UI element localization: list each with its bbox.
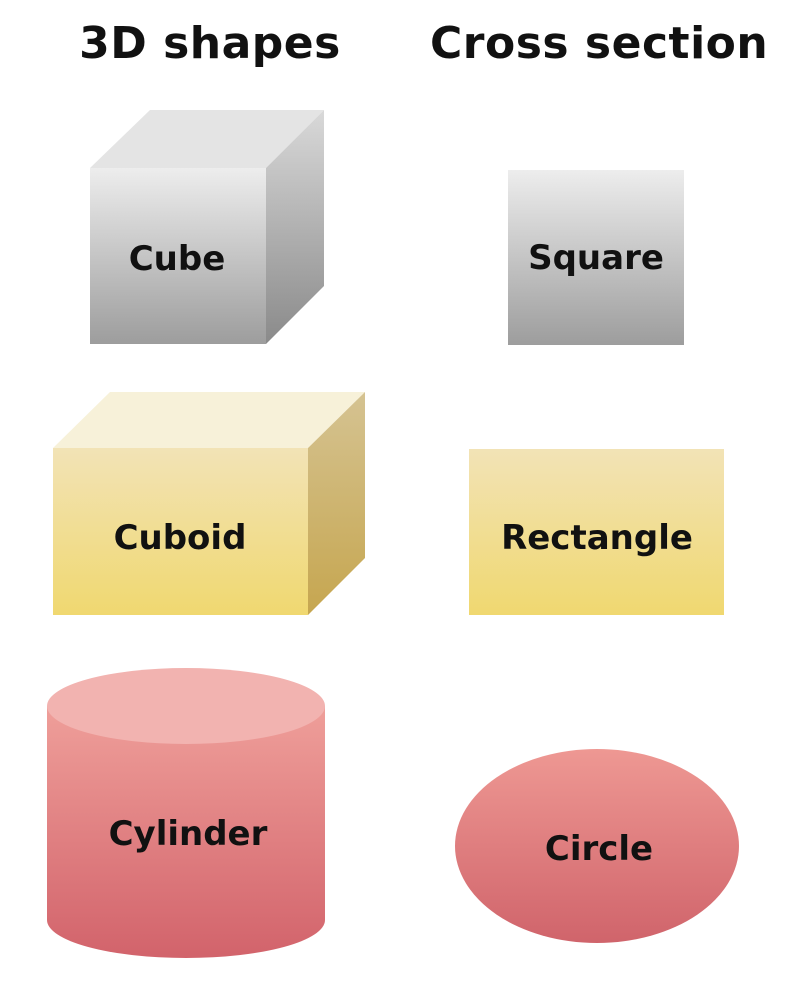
circle-label: Circle: [545, 829, 653, 869]
rectangle-face: [469, 449, 724, 615]
square-face: [508, 170, 684, 345]
square-shape: Square: [508, 170, 684, 345]
cube-front-face: [90, 168, 266, 344]
cuboid-side-face: [308, 392, 365, 615]
rectangle-label: Rectangle: [501, 518, 693, 558]
circle-shape: Circle: [455, 749, 739, 943]
heading-3d-shapes: 3D shapes: [79, 18, 341, 69]
cylinder-shape: Cylinder: [47, 668, 325, 958]
cuboid-top-face: [53, 392, 365, 448]
rectangle-shape: Rectangle: [469, 449, 724, 615]
cube-label: Cube: [129, 239, 226, 279]
cylinder-body: [47, 706, 325, 958]
cube-shape: Cube: [90, 110, 324, 344]
cuboid-shape: Cuboid: [53, 392, 365, 615]
cuboid-front-face: [53, 448, 308, 615]
cuboid-label: Cuboid: [114, 518, 247, 558]
cylinder-label: Cylinder: [109, 814, 268, 854]
circle-face: [455, 749, 739, 943]
cylinder-top-face: [47, 668, 325, 744]
cube-side-face: [266, 110, 324, 344]
cube-top-face: [90, 110, 324, 168]
square-label: Square: [528, 238, 664, 278]
heading-cross-section: Cross section: [430, 18, 769, 69]
